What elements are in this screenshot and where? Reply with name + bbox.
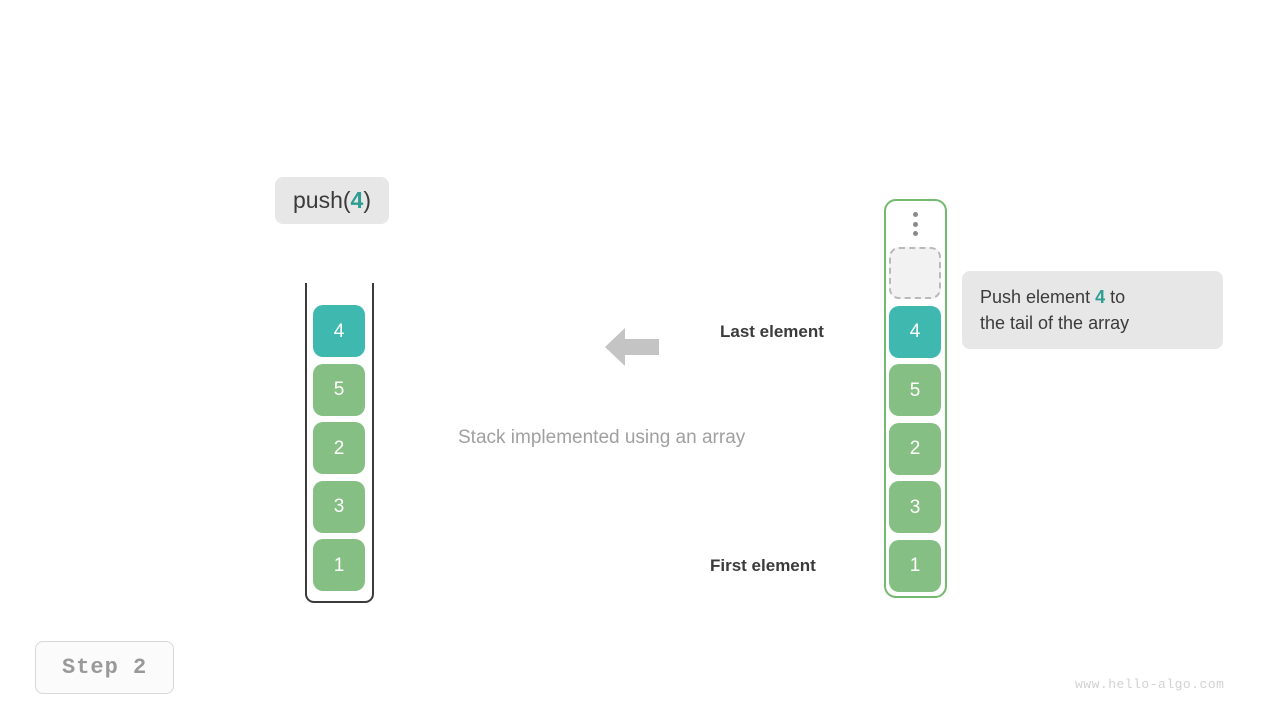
first-element-label: First element (710, 556, 816, 575)
last-element-label: Last element (720, 322, 824, 341)
ellipsis-dot (912, 221, 918, 227)
stack-cell-value: 3 (333, 496, 345, 517)
stack-cell-1: 1 (313, 539, 365, 591)
operation-label-suffix: ) (363, 187, 372, 213)
stack-cell-value: 4 (333, 320, 345, 342)
array-slot-value: 5 (909, 379, 921, 401)
stack-cell-2: 2 (313, 422, 365, 474)
ellipsis-dot (912, 212, 918, 217)
stack-cell-value: 1 (333, 554, 345, 576)
array-slot-value: 1 (909, 555, 921, 576)
step-badge: Step 2 (35, 641, 175, 694)
array-slot-1: 1 (889, 539, 941, 592)
vertical-ellipsis-icon (910, 212, 920, 236)
stack-cell-value: 5 (333, 379, 345, 400)
annotation-tooltip: Push element 4 to the tail of the array (962, 271, 1223, 350)
stack-cell-3: 3 (313, 480, 365, 533)
array-slot-3: 3 (889, 481, 941, 533)
array-slot-4: 4 (889, 305, 941, 358)
array-slot-5: 5 (889, 364, 941, 416)
stack-container (305, 283, 374, 603)
watermark: www.hello-algo.com (1075, 677, 1225, 692)
annotation-line2: the tail of the array (980, 313, 1130, 334)
annotation-line1-prefix: Push element (980, 287, 1096, 307)
array-slot-2: 2 (889, 422, 941, 475)
operation-label-prefix: push( (293, 187, 351, 213)
main-caption: Stack implemented using an array (458, 427, 746, 448)
annotation-highlight-value: 4 (1095, 287, 1106, 307)
array-slot-value: 4 (909, 321, 921, 342)
ellipsis-dot (912, 231, 918, 236)
array-slot-value: 2 (909, 438, 921, 459)
stack-cell-value: 2 (333, 437, 345, 459)
operation-value: 4 (350, 187, 364, 213)
stack-cell-5: 5 (313, 363, 365, 416)
arrow-left-icon (605, 328, 659, 366)
stack-cell-4: 4 (313, 305, 365, 357)
operation-badge: push(4) (275, 177, 390, 224)
annotation-line1-suffix: to (1105, 287, 1126, 307)
array-slot-empty (889, 247, 941, 299)
array-slot-value: 3 (909, 496, 921, 518)
